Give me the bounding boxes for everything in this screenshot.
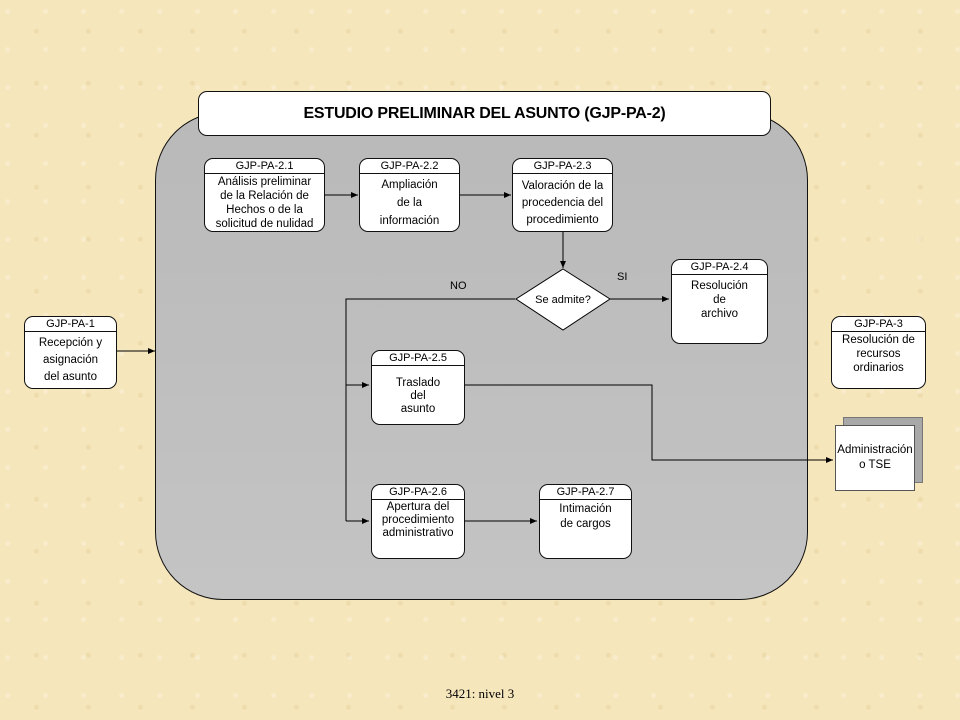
process-box-gjp-pa-2-7[interactable]: GJP-PA-2.7 Intimación de cargos xyxy=(539,484,632,559)
process-text: Resolución de xyxy=(842,334,915,346)
process-code: GJP-PA-3 xyxy=(832,317,925,332)
process-text: procedimiento xyxy=(526,213,599,226)
process-text: del xyxy=(410,389,426,402)
process-text: ordinarios xyxy=(853,362,904,374)
process-text: de xyxy=(713,294,726,306)
process-box-gjp-pa-2-2[interactable]: GJP-PA-2.2 Ampliación de la información xyxy=(359,158,460,232)
process-code: GJP-PA-1 xyxy=(25,317,116,332)
process-text: Análisis preliminar xyxy=(217,176,312,188)
process-text: administrativo xyxy=(382,526,454,539)
process-text: Traslado xyxy=(395,376,441,389)
process-text: Valoración de la xyxy=(521,179,604,192)
yes-label: SI xyxy=(617,271,627,283)
process-text: información xyxy=(379,215,440,227)
process-text: Ampliación xyxy=(381,179,438,191)
decision-label: Se admite? xyxy=(535,294,591,306)
process-code: GJP-PA-2.3 xyxy=(513,159,612,174)
process-text: de cargos xyxy=(560,518,611,530)
no-label: NO xyxy=(450,280,467,292)
process-text: asunto xyxy=(400,402,436,415)
admin-text: Administración xyxy=(837,444,913,457)
process-code: GJP-PA-2.1 xyxy=(205,159,324,174)
process-text: Intimación xyxy=(559,503,612,515)
process-box-gjp-pa-1[interactable]: GJP-PA-1 Recepción y asignación del asun… xyxy=(24,316,117,389)
process-box-gjp-pa-2-1[interactable]: GJP-PA-2.1 Análisis preliminar de la Rel… xyxy=(204,158,325,232)
decision-diamond xyxy=(515,268,611,331)
process-text: asignación xyxy=(43,354,98,366)
process-box-gjp-pa-2-6[interactable]: GJP-PA-2.6 Apertura del procedimiento ad… xyxy=(371,484,465,559)
diagram-title: ESTUDIO PRELIMINAR DEL ASUNTO (GJP-PA-2) xyxy=(198,91,771,136)
process-text: Hechos o de la xyxy=(226,204,303,216)
process-box-gjp-pa-3[interactable]: GJP-PA-3 Resolución de recursos ordinari… xyxy=(831,316,926,389)
process-code: GJP-PA-2.4 xyxy=(672,260,767,275)
process-text: del asunto xyxy=(43,371,98,383)
process-text: Recepción y xyxy=(38,337,103,349)
process-text: procedimiento xyxy=(381,513,455,526)
process-text: solicitud de nulidad xyxy=(215,218,314,230)
admin-tse-box[interactable]: Administración o TSE xyxy=(835,425,915,491)
process-box-gjp-pa-2-4[interactable]: GJP-PA-2.4 Resolución de archivo xyxy=(671,259,768,344)
process-text: Resolución xyxy=(691,280,748,292)
process-text: procedencia del xyxy=(521,196,604,209)
process-box-gjp-pa-2-3[interactable]: GJP-PA-2.3 Valoración de la procedencia … xyxy=(512,158,613,232)
process-code: GJP-PA-2.6 xyxy=(372,485,464,500)
process-text: Apertura del xyxy=(386,500,450,513)
process-code: GJP-PA-2.5 xyxy=(372,351,464,366)
line-decision-no xyxy=(345,298,515,521)
process-text: archivo xyxy=(700,308,739,320)
process-code: GJP-PA-2.7 xyxy=(540,485,631,500)
process-text: recursos xyxy=(856,348,901,360)
admin-text: o TSE xyxy=(859,459,891,471)
process-text: de la Relación de xyxy=(220,190,309,202)
arrow-pa25-to-admin xyxy=(465,384,833,463)
process-text: de la xyxy=(397,197,422,209)
footer-caption: 3421: nivel 3 xyxy=(445,686,515,701)
process-code: GJP-PA-2.2 xyxy=(360,159,459,174)
process-box-gjp-pa-2-5[interactable]: GJP-PA-2.5 Traslado del asunto xyxy=(371,350,465,425)
